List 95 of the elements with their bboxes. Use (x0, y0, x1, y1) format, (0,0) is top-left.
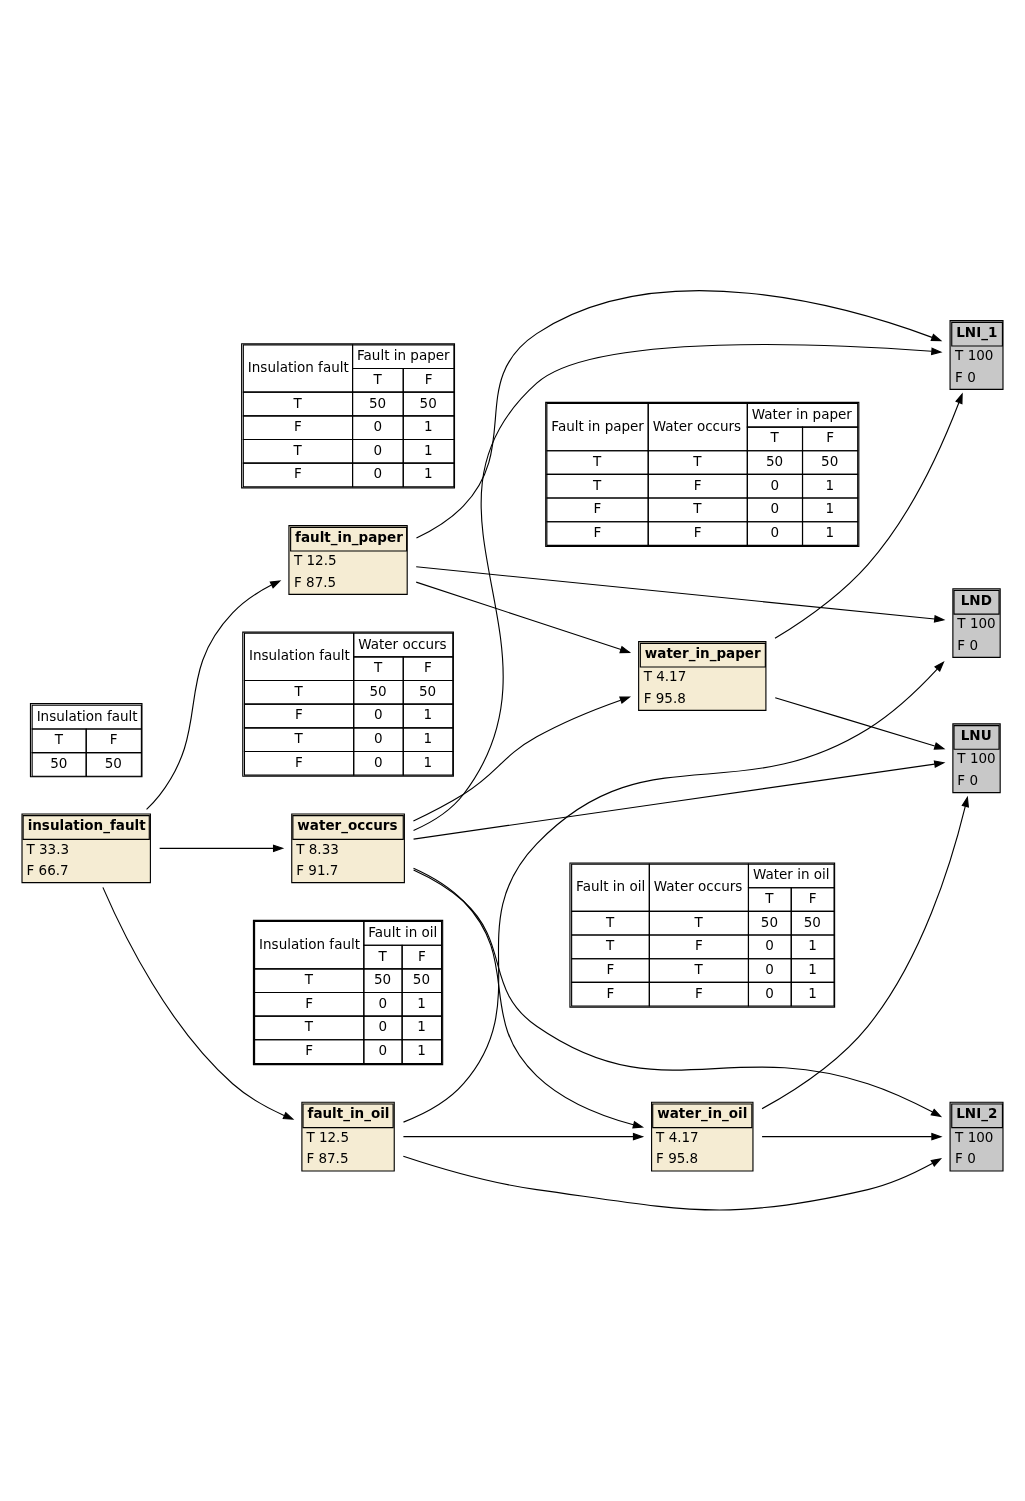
label: T (765, 890, 774, 907)
label: Water in oil (752, 866, 830, 883)
label: 1 (825, 476, 835, 493)
label: F (606, 984, 615, 1001)
label: T (693, 500, 702, 517)
label: T (378, 947, 387, 964)
label: Fault in paper (551, 417, 644, 434)
label: T (593, 453, 602, 470)
label: F (424, 659, 432, 676)
label: Fault in oil (368, 923, 438, 940)
label: F (694, 937, 703, 954)
label: 1 (424, 418, 433, 435)
label: 1 (417, 1042, 426, 1059)
label: F (593, 524, 602, 541)
label: Fault in oil (576, 878, 646, 895)
label: T (694, 961, 703, 978)
label: 50 (760, 913, 779, 930)
label: 1 (423, 706, 433, 723)
label: F (294, 418, 302, 435)
label: F (424, 370, 433, 387)
label: T (54, 731, 63, 748)
label: Fault in paper (357, 347, 450, 364)
label: T (373, 370, 382, 387)
label: T (373, 659, 383, 676)
label: F (693, 476, 702, 493)
label: 1 (808, 937, 817, 954)
label: 50 (419, 682, 437, 699)
label: 0 (378, 1018, 388, 1035)
label: T (304, 971, 313, 988)
label: 0 (765, 937, 774, 954)
label: 1 (808, 984, 817, 1001)
label: 50 (803, 913, 821, 930)
label: T (294, 682, 303, 699)
label: F (593, 500, 602, 517)
label: T (605, 913, 615, 930)
label: 50 (765, 453, 784, 470)
label: 0 (373, 706, 383, 723)
label: F (109, 731, 118, 748)
label: T (694, 913, 703, 930)
label: F (826, 429, 834, 446)
label: 1 (417, 1018, 426, 1035)
label: Water in paper (751, 405, 852, 422)
label: T (605, 937, 615, 954)
label: 50 (369, 682, 387, 699)
label: T (593, 476, 602, 493)
label: 0 (373, 418, 382, 435)
label: 0 (770, 524, 780, 541)
label: 0 (765, 984, 774, 1001)
label: T (294, 730, 303, 747)
label: 50 (373, 971, 392, 988)
label: 0 (770, 500, 780, 517)
label: Insulation fault (247, 359, 349, 376)
label: Water occurs (652, 417, 742, 434)
label: T (693, 453, 702, 470)
label: F (417, 947, 426, 964)
label: 1 (423, 730, 433, 747)
label: F (305, 1042, 314, 1059)
label: T (293, 441, 302, 458)
label: 0 (373, 465, 382, 482)
label: 1 (825, 500, 835, 517)
label: F (295, 706, 303, 723)
label: 1 (825, 524, 835, 541)
label: 0 (770, 476, 780, 493)
label: F (694, 984, 703, 1001)
label: 50 (50, 754, 68, 771)
label: Insulation fault (36, 707, 138, 724)
label: T (293, 394, 302, 411)
label: 0 (378, 994, 388, 1011)
label: 50 (821, 453, 839, 470)
label: F (808, 890, 817, 907)
label: 0 (378, 1042, 388, 1059)
label: 0 (373, 441, 382, 458)
label: 1 (417, 994, 426, 1011)
label: T (770, 429, 779, 446)
label: 0 (373, 730, 383, 747)
label: T (304, 1018, 313, 1035)
label: 50 (412, 971, 431, 988)
label: 1 (424, 465, 433, 482)
label: 50 (368, 394, 387, 411)
label: 0 (373, 753, 383, 770)
label: F (295, 753, 303, 770)
label: 0 (765, 961, 774, 978)
label: 1 (424, 441, 433, 458)
label: F (606, 961, 615, 978)
label: F (294, 465, 302, 482)
label: 1 (423, 753, 433, 770)
label: Water occurs (653, 878, 743, 895)
label: 50 (419, 394, 437, 411)
label: F (693, 524, 702, 541)
label: Insulation fault (248, 647, 350, 664)
label: 1 (808, 961, 817, 978)
label: Water occurs (358, 635, 447, 652)
label: Insulation fault (259, 935, 361, 952)
label: F (305, 994, 314, 1011)
label: 50 (104, 754, 122, 771)
